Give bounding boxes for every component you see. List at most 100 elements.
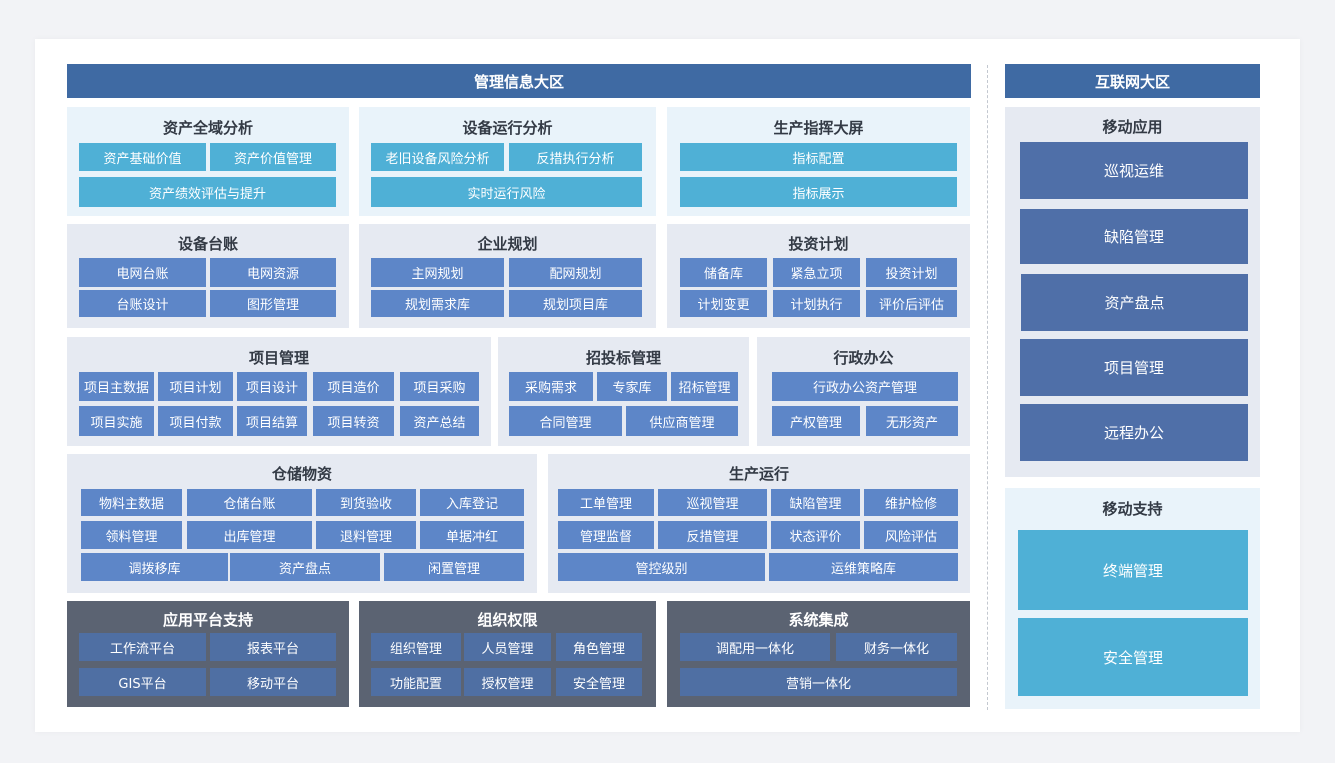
cell-countermeasure-mgmt[interactable]: 反措管理: [658, 521, 767, 549]
cell-graphic-mgmt[interactable]: 图形管理: [210, 290, 336, 317]
cell-idle-mgmt[interactable]: 闲置管理: [384, 553, 524, 581]
cell-marketing-integration[interactable]: 营销一体化: [680, 668, 957, 696]
cell-supervision[interactable]: 管理监督: [558, 521, 654, 549]
cell-patrol-mgmt[interactable]: 巡视管理: [658, 489, 767, 516]
cell-inbound-register[interactable]: 入库登记: [420, 489, 524, 516]
cell-planning-project-lib[interactable]: 规划项目库: [509, 290, 642, 317]
cell-control-level[interactable]: 管控级别: [558, 553, 765, 581]
cell-project-payment[interactable]: 项目付款: [158, 406, 233, 436]
cell-material-master[interactable]: 物料主数据: [81, 489, 182, 516]
cell-project-cost[interactable]: 项目造价: [313, 372, 394, 401]
panel-warehouse: 仓储物资 物料主数据 仓储台账 到货验收 入库登记 领料管理 出库管理 退料管理…: [67, 454, 537, 593]
panel-title: 移动支持: [1102, 500, 1163, 518]
cell-project-procurement[interactable]: 项目采购: [400, 372, 479, 401]
cell-authorization-mgmt[interactable]: 授权管理: [464, 668, 551, 696]
cell-property-rights[interactable]: 产权管理: [772, 406, 860, 436]
cell-project-settlement[interactable]: 项目结算: [237, 406, 307, 436]
cell-plan-execution[interactable]: 计划执行: [773, 290, 860, 317]
panel-title: 设备运行分析: [462, 119, 553, 137]
cell-mobile-security-mgmt[interactable]: 安全管理: [1018, 618, 1248, 696]
cell-main-grid-planning[interactable]: 主网规划: [371, 258, 504, 287]
cell-project-plan[interactable]: 项目计划: [158, 372, 233, 401]
cell-asset-value-mgmt[interactable]: 资产价值管理: [210, 143, 336, 171]
cell-dispatch-integration[interactable]: 调配用一体化: [680, 633, 830, 661]
cell-urgent-project[interactable]: 紧急立项: [773, 258, 860, 287]
cell-plan-change[interactable]: 计划变更: [680, 290, 767, 317]
cell-mobile-asset-inventory[interactable]: 资产盘点: [1021, 274, 1248, 331]
cell-document-reversal[interactable]: 单据冲红: [420, 521, 524, 549]
cell-function-config[interactable]: 功能配置: [371, 668, 461, 696]
cell-gis-platform[interactable]: GIS平台: [79, 668, 206, 696]
cell-project-capitalization[interactable]: 项目转资: [313, 406, 394, 436]
panel-production-ops: 生产运行 工单管理 巡视管理 缺陷管理 维护检修 管理监督 反措管理 状态评价 …: [548, 454, 970, 593]
cell-terminal-mgmt[interactable]: 终端管理: [1018, 530, 1248, 610]
panel-title: 系统集成: [788, 611, 849, 629]
cell-intangible-assets[interactable]: 无形资产: [866, 406, 958, 436]
cell-role-mgmt[interactable]: 角色管理: [556, 633, 642, 661]
cell-supplier-mgmt[interactable]: 供应商管理: [626, 406, 738, 436]
cell-org-mgmt[interactable]: 组织管理: [371, 633, 461, 661]
cell-asset-inventory[interactable]: 资产盘点: [230, 553, 380, 581]
cell-outbound-mgmt[interactable]: 出库管理: [187, 521, 312, 549]
cell-patrol-ops[interactable]: 巡视运维: [1020, 142, 1248, 199]
cell-remote-office[interactable]: 远程办公: [1020, 404, 1248, 461]
cell-indicator-config[interactable]: 指标配置: [680, 143, 957, 171]
panel-title: 设备台账: [177, 235, 238, 253]
cell-planning-demand-lib[interactable]: 规划需求库: [371, 290, 504, 317]
panel-platform-support: 应用平台支持 工作流平台 报表平台 GIS平台 移动平台: [67, 601, 349, 707]
cell-material-return[interactable]: 退料管理: [316, 521, 416, 549]
cell-asset-performance[interactable]: 资产绩效评估与提升: [79, 177, 336, 207]
panel-title: 企业规划: [477, 235, 538, 253]
cell-grid-ledger[interactable]: 电网台账: [79, 258, 206, 287]
cell-workflow-platform[interactable]: 工作流平台: [79, 633, 206, 661]
cell-status-evaluation[interactable]: 状态评价: [771, 521, 860, 549]
cell-post-evaluation[interactable]: 评价后评估: [866, 290, 957, 317]
cell-defect-mgmt[interactable]: 缺陷管理: [771, 489, 860, 516]
panel-title: 行政办公: [833, 349, 894, 367]
cell-project-master-data[interactable]: 项目主数据: [79, 372, 154, 401]
panel-title: 移动应用: [1102, 118, 1163, 136]
panel-title: 项目管理: [248, 349, 309, 367]
cell-old-equipment-risk[interactable]: 老旧设备风险分析: [371, 143, 504, 171]
cell-asset-base-value[interactable]: 资产基础价值: [79, 143, 206, 171]
cell-purchase-demand[interactable]: 采购需求: [509, 372, 593, 401]
cell-mobile-defect-mgmt[interactable]: 缺陷管理: [1020, 209, 1248, 264]
cell-distribution-planning[interactable]: 配网规划: [509, 258, 642, 287]
cell-personnel-mgmt[interactable]: 人员管理: [464, 633, 551, 661]
cell-work-order[interactable]: 工单管理: [558, 489, 654, 516]
cell-arrival-inspection[interactable]: 到货验收: [316, 489, 416, 516]
cell-ledger-design[interactable]: 台账设计: [79, 290, 206, 317]
cell-project-design[interactable]: 项目设计: [237, 372, 307, 401]
cell-warehouse-ledger[interactable]: 仓储台账: [187, 489, 312, 516]
cell-expert-lib[interactable]: 专家库: [597, 372, 667, 401]
cell-contract-mgmt[interactable]: 合同管理: [509, 406, 622, 436]
cell-material-requisition[interactable]: 领料管理: [81, 521, 182, 549]
cell-realtime-risk[interactable]: 实时运行风险: [371, 177, 642, 207]
cell-grid-resource[interactable]: 电网资源: [210, 258, 336, 287]
panel-title: 投资计划: [788, 235, 849, 253]
cell-office-asset-mgmt[interactable]: 行政办公资产管理: [772, 372, 958, 401]
panel-admin-office: 行政办公 行政办公资产管理 产权管理 无形资产: [757, 337, 970, 446]
cell-risk-assessment[interactable]: 风险评估: [864, 521, 958, 549]
panel-equipment-analysis: 设备运行分析 老旧设备风险分析 反措执行分析 实时运行风险: [359, 107, 656, 216]
cell-reserve-lib[interactable]: 储备库: [680, 258, 767, 287]
cell-project-implementation[interactable]: 项目实施: [79, 406, 154, 436]
cell-investment-plan[interactable]: 投资计划: [866, 258, 957, 287]
cell-mobile-platform[interactable]: 移动平台: [210, 668, 336, 696]
cell-indicator-display[interactable]: 指标展示: [680, 177, 957, 207]
cell-ops-strategy-lib[interactable]: 运维策略库: [769, 553, 958, 581]
cell-asset-summary[interactable]: 资产总结: [400, 406, 479, 436]
panel-title: 仓储物资: [271, 465, 332, 483]
cell-security-mgmt[interactable]: 安全管理: [556, 668, 642, 696]
internet-zone-banner: 互联网大区: [1005, 64, 1260, 98]
cell-finance-integration[interactable]: 财务一体化: [836, 633, 957, 661]
cell-maintenance[interactable]: 维护检修: [864, 489, 958, 516]
panel-title: 招投标管理: [585, 349, 661, 367]
panel-bidding-mgmt: 招投标管理 采购需求 专家库 招标管理 合同管理 供应商管理: [498, 337, 749, 446]
cell-tender-mgmt[interactable]: 招标管理: [671, 372, 738, 401]
cell-countermeasure-analysis[interactable]: 反措执行分析: [509, 143, 642, 171]
cell-transfer[interactable]: 调拨移库: [81, 553, 228, 581]
panel-org-permissions: 组织权限 组织管理 人员管理 角色管理 功能配置 授权管理 安全管理: [359, 601, 656, 707]
cell-report-platform[interactable]: 报表平台: [210, 633, 336, 661]
cell-mobile-project-mgmt[interactable]: 项目管理: [1020, 339, 1248, 396]
